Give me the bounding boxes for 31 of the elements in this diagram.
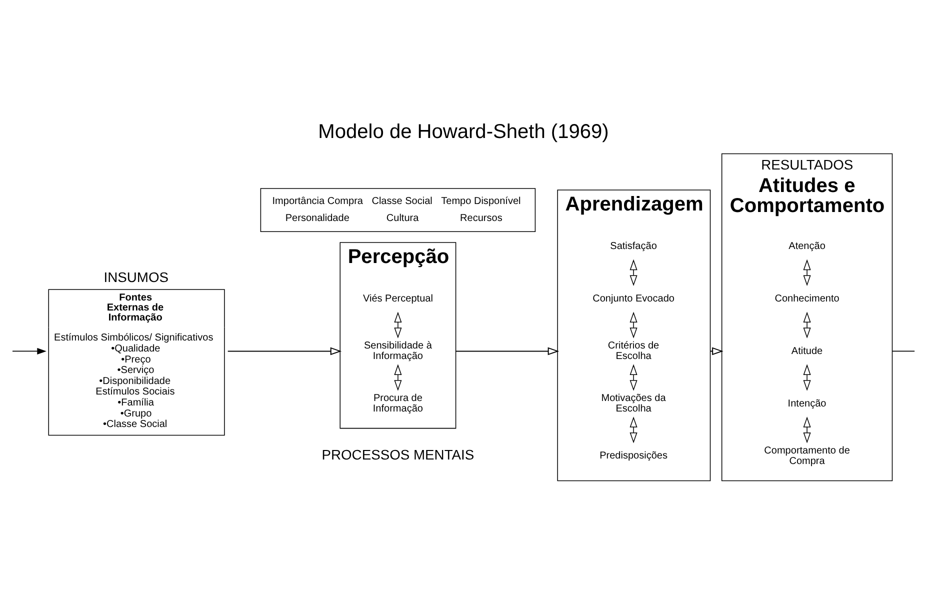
label: PROCESSOS MENTAIS bbox=[322, 446, 474, 462]
node-text: Comportamento de Compra bbox=[764, 444, 850, 467]
node-text: Viés Perceptual bbox=[362, 292, 433, 304]
arrow bbox=[803, 311, 811, 338]
node-text: Critérios de Escolha bbox=[608, 340, 660, 362]
node-text: Predisposições bbox=[600, 450, 668, 462]
node-text: Sensibilidade à Informação bbox=[364, 340, 432, 362]
arrow bbox=[227, 346, 342, 355]
node-text: Satisfação bbox=[610, 240, 657, 252]
node-text: Procura de Informação bbox=[372, 392, 424, 414]
arrow bbox=[803, 364, 811, 390]
node-box: Importância Compra Classe Social Tempo Disponível Personalidade Cultura Recursos bbox=[260, 188, 536, 232]
node-text: Intenção bbox=[788, 398, 826, 409]
node-text: Conjunto Evocado bbox=[592, 292, 674, 304]
node-text: Motivações da Escolha bbox=[601, 392, 666, 414]
diagram-title: Modelo de Howard-Sheth (1969) bbox=[318, 120, 609, 143]
node-text: Atenção bbox=[788, 240, 826, 252]
arrow bbox=[630, 416, 638, 443]
arrow bbox=[394, 311, 402, 338]
connector bbox=[892, 350, 915, 352]
arrow bbox=[630, 311, 638, 338]
node-text: Atitude bbox=[791, 345, 823, 356]
node-text: INSUMOS Fontes Externas de Informação Estímulos Simbólicos/ Significativos •Qualidade •Preço •Serviço •Disponibilidade Estímulos Sociais •Família •Grupo •Classe Social bbox=[54, 268, 214, 430]
arrow bbox=[12, 347, 46, 354]
arrow bbox=[394, 364, 402, 390]
arrow bbox=[803, 416, 811, 443]
arrow bbox=[630, 258, 638, 286]
arrow bbox=[630, 364, 638, 390]
arrow bbox=[803, 258, 811, 286]
arrow bbox=[455, 346, 560, 355]
node-text: Conhecimento bbox=[774, 292, 840, 304]
